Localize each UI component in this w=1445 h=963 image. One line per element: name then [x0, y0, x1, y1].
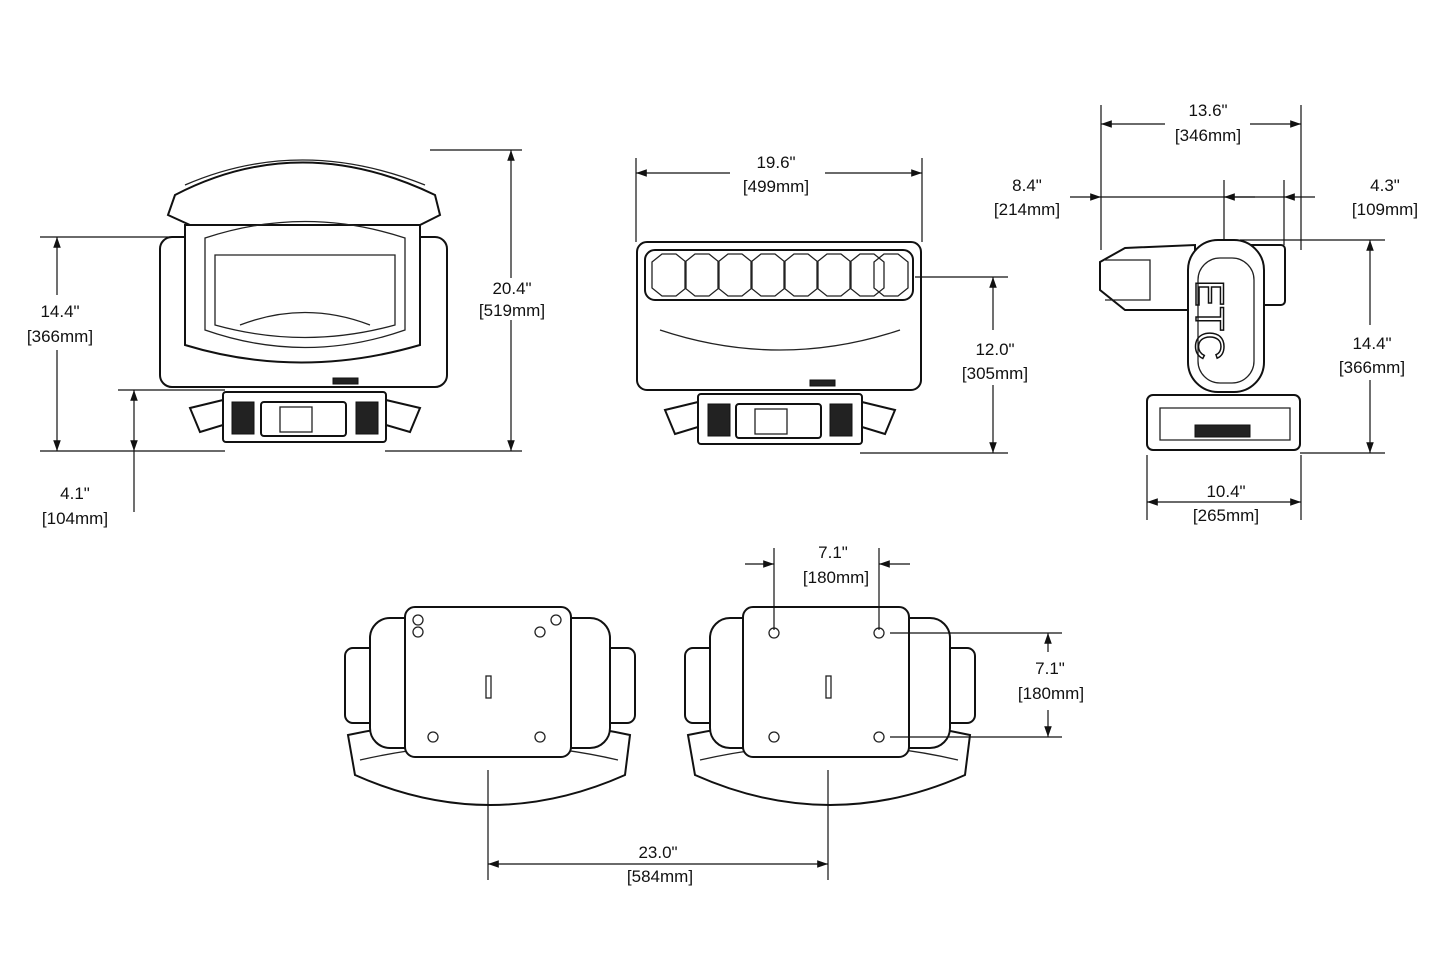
front-view-fixture [159, 159, 448, 443]
bottom-mount-x-mm: [180mm] [803, 568, 869, 587]
side-view-fixture: ETC [1099, 239, 1301, 451]
front-height-total-in: 20.4" [492, 279, 531, 298]
side-view-dimensions [1070, 105, 1385, 520]
bottom-mount-x-in: 7.1" [818, 543, 848, 562]
bottom-view-left-fixture [344, 606, 636, 806]
side-long-height-in: 12.0" [975, 340, 1014, 359]
bottom-swing-in: 23.0" [638, 843, 677, 862]
side-height-mm: [366mm] [1339, 358, 1405, 377]
side-rear-offset-in: 4.3" [1370, 176, 1400, 195]
front-height-head-mm: [366mm] [27, 327, 93, 346]
side-long-height-mm: [305mm] [962, 364, 1028, 383]
side-front-offset-in: 8.4" [1012, 176, 1042, 195]
side-rear-offset-mm: [109mm] [1352, 200, 1418, 219]
bottom-swing-mm: [584mm] [627, 867, 693, 886]
side-long-width-in: 19.6" [756, 153, 795, 172]
etc-logo: ETC [1187, 280, 1231, 360]
front-height-total-mm: [519mm] [479, 301, 545, 320]
side-long-view-dimensions [635, 158, 1008, 454]
front-view-dimensions [40, 149, 522, 512]
side-height-in: 14.4" [1352, 334, 1391, 353]
side-base-depth-mm: [265mm] [1193, 506, 1259, 525]
side-depth-total-in: 13.6" [1188, 101, 1227, 120]
bottom-mount-y-in: 7.1" [1035, 659, 1065, 678]
side-depth-total-mm: [346mm] [1175, 126, 1241, 145]
bottom-view-dimensions [487, 548, 1062, 880]
front-height-head-in: 14.4" [40, 302, 79, 321]
bottom-mount-y-mm: [180mm] [1018, 684, 1084, 703]
bottom-view-right-fixture [684, 606, 976, 806]
side-base-depth-in: 10.4" [1206, 482, 1245, 501]
side-long-width-mm: [499mm] [743, 177, 809, 196]
side-front-offset-mm: [214mm] [994, 200, 1060, 219]
front-base-height-in: 4.1" [60, 484, 90, 503]
side-long-view-fixture [636, 241, 922, 445]
front-base-height-mm: [104mm] [42, 509, 108, 528]
